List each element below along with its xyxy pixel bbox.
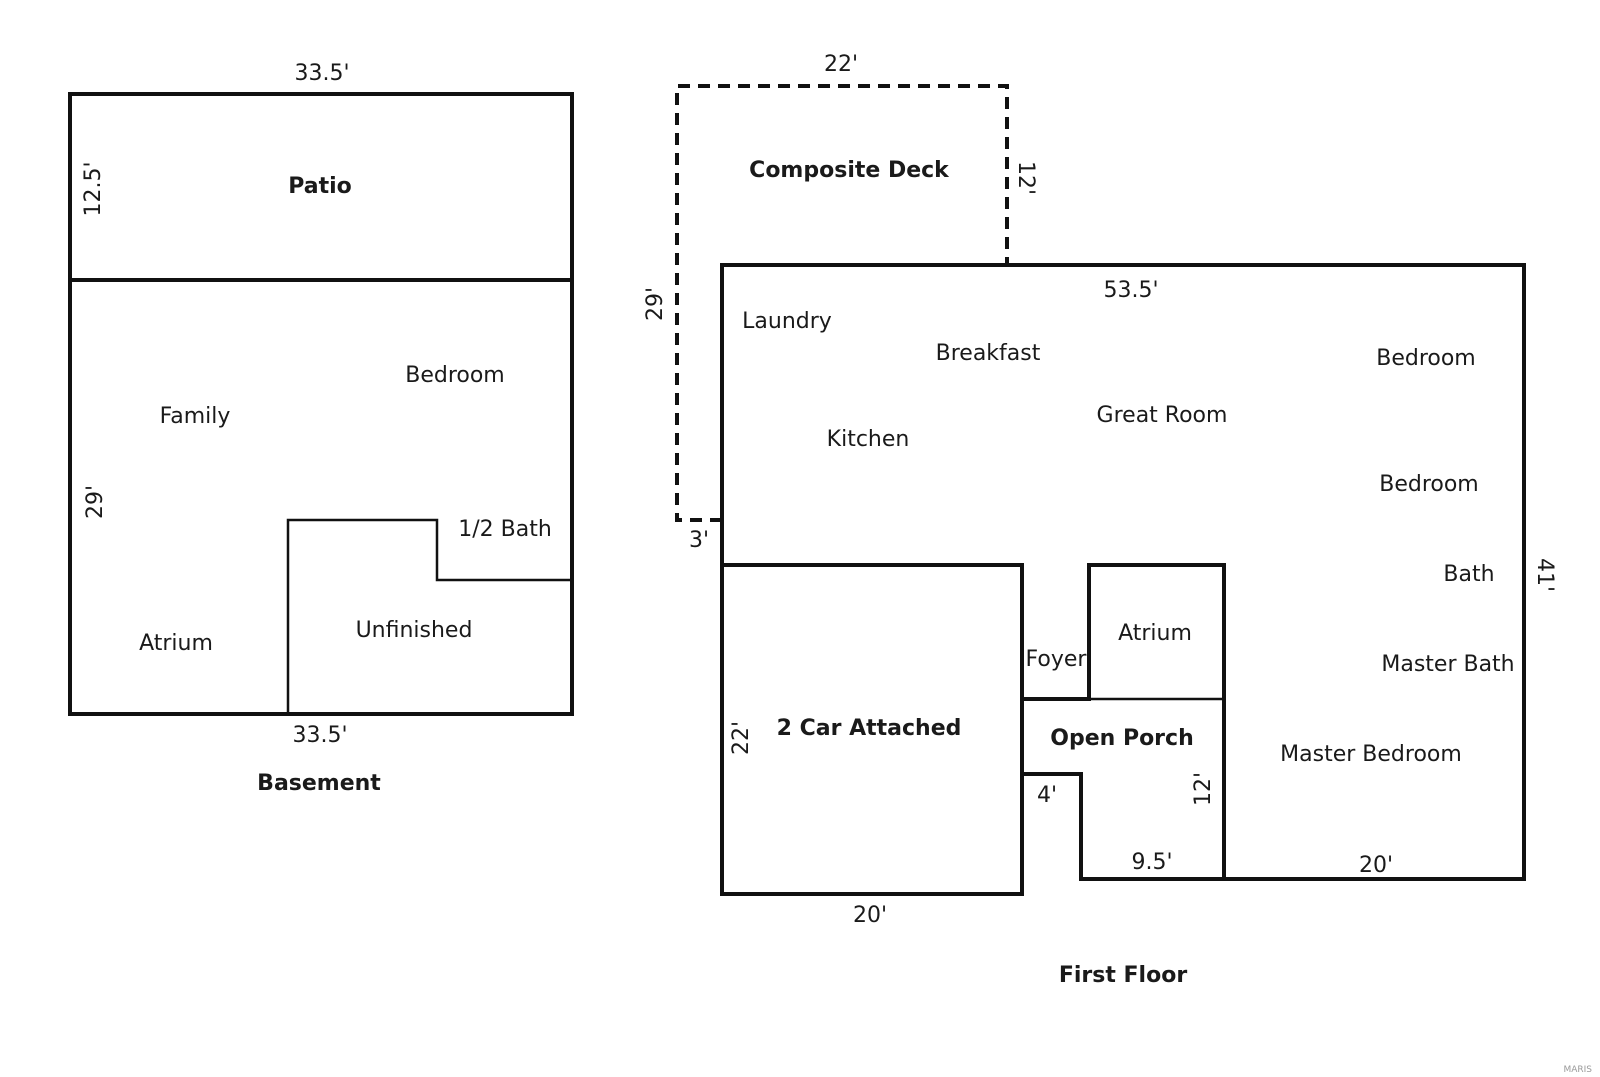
basement-caption: Basement — [257, 771, 381, 796]
master-width-dimension: 20' — [1359, 853, 1393, 878]
house-depth-dimension: 41' — [1532, 558, 1557, 592]
garage-depth-dimension: 22' — [729, 721, 754, 755]
garage-width-dimension: 20' — [853, 903, 887, 928]
watermark: MARIS — [1563, 1065, 1592, 1075]
basement-bedroom-label: Bedroom — [405, 363, 505, 388]
house-outline — [720, 263, 1526, 896]
deck-width-dimension: 22' — [824, 52, 858, 77]
first-floor-plan: 22' 12' 29' 3' 53.5' 41' 22' 20' 4' 12' … — [643, 52, 1557, 988]
open-porch-label: Open Porch — [1050, 726, 1193, 751]
porch-depth-dimension: 12' — [1191, 772, 1216, 806]
unfinished-wall — [286, 518, 572, 714]
garage-label: 2 Car Attached — [777, 716, 962, 741]
basement-atrium-label: Atrium — [139, 631, 213, 656]
bedroom-2-label: Bedroom — [1379, 472, 1479, 497]
basement-left-dimension: 29' — [83, 485, 108, 519]
great-room-label: Great Room — [1097, 403, 1228, 428]
porch-width-dimension: 9.5' — [1131, 850, 1172, 875]
composite-deck-outline — [675, 84, 1009, 522]
composite-deck-label: Composite Deck — [749, 158, 950, 183]
patio-label: Patio — [288, 174, 352, 199]
foyer-wall — [1022, 563, 1226, 879]
deck-side-dimension: 29' — [643, 287, 668, 321]
deck-offset-dimension: 3' — [689, 528, 709, 553]
porch-step-dimension: 4' — [1037, 783, 1057, 808]
house-width-dimension: 53.5' — [1103, 278, 1158, 303]
unfinished-label: Unfinished — [356, 618, 473, 643]
first-floor-atrium-label: Atrium — [1118, 621, 1192, 646]
basement-top-dimension: 33.5' — [294, 61, 349, 86]
garage-wall — [722, 563, 1024, 774]
kitchen-label: Kitchen — [827, 427, 910, 452]
master-bath-label: Master Bath — [1381, 652, 1514, 677]
master-bedroom-label: Master Bedroom — [1280, 742, 1462, 767]
foyer-label: Foyer — [1026, 647, 1088, 672]
basement-outline — [68, 92, 574, 716]
bath-label: Bath — [1443, 562, 1494, 587]
first-floor-caption: First Floor — [1059, 963, 1187, 988]
patio-depth-dimension: 12.5' — [81, 161, 106, 216]
basement-bottom-dimension: 33.5' — [292, 723, 347, 748]
family-label: Family — [160, 404, 231, 429]
breakfast-label: Breakfast — [936, 341, 1041, 366]
deck-depth-dimension: 12' — [1013, 161, 1038, 195]
laundry-label: Laundry — [742, 309, 832, 334]
half-bath-label: 1/2 Bath — [458, 517, 552, 542]
basement-plan: 33.5' 12.5' 29' 33.5' Patio Bedroom Fami… — [68, 61, 574, 796]
bedroom-1-label: Bedroom — [1376, 346, 1476, 371]
